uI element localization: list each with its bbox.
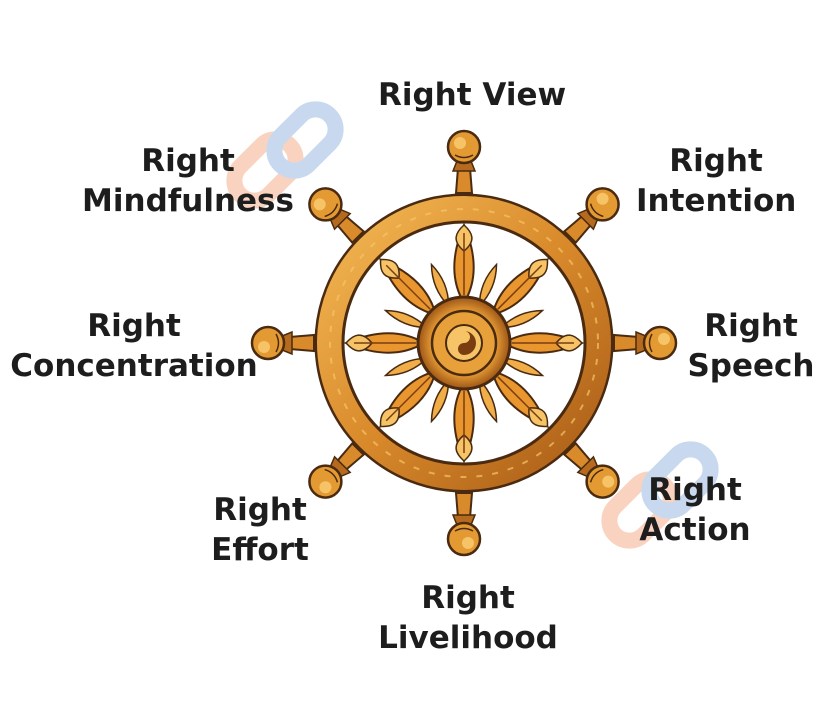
label-right-intention: Right Intention: [636, 143, 797, 219]
label-right-view: Right View: [378, 77, 567, 113]
label-right-mindfulness: Right Mindfulness: [82, 143, 294, 219]
watermark-link-icon: [226, 101, 719, 549]
label-right-livelihood: Right Livelihood: [378, 580, 558, 656]
label-right-concentration: Right Concentration: [10, 308, 258, 384]
label-right-speech: Right Speech: [687, 308, 815, 384]
wheel-hub: [416, 295, 512, 391]
label-right-action: Right Action: [639, 472, 751, 548]
label-right-effort: Right Effort: [211, 492, 309, 568]
wheel-group: [250, 129, 678, 557]
